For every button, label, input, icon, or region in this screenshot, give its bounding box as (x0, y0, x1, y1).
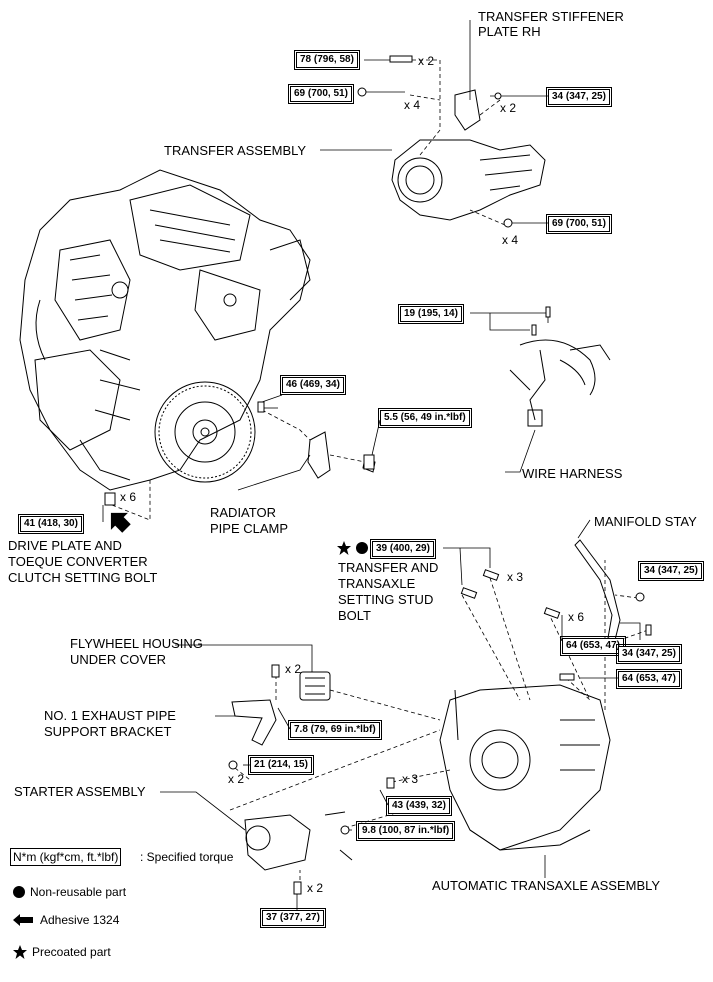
torque-box-43: 43 (439, 32) (386, 796, 452, 816)
wire-harness-illustration (509, 339, 611, 427)
torque-box-69-lower: 69 (700, 51) (546, 214, 612, 234)
torque-box-9-8: 9.8 (100, 87 in.*lbf) (355, 821, 456, 841)
torque-box-64-lower: 64 (653, 47) (616, 669, 682, 689)
starter-illustration (244, 811, 353, 871)
label-exhaust-bracket-1: NO. 1 EXHAUST PIPE (44, 708, 176, 723)
legend-non-reusable: Non-reusable part (30, 885, 127, 899)
torque-box-34-stay-upper: 34 (347, 25) (638, 561, 704, 581)
adhesive-arrow-icon (110, 512, 131, 533)
adhesive-icon (13, 914, 33, 926)
label-drive-plate-1: DRIVE PLATE AND (8, 538, 122, 553)
torque-box-19: 19 (195, 14) (398, 304, 464, 324)
label-transfer-stiffener-plate: TRANSFER STIFFENER (478, 9, 624, 24)
label-stud-bolt-2: TRANSAXLE (338, 576, 416, 591)
torque-box-37: 37 (377, 27) (260, 908, 326, 928)
label-flywheel-cover-2: UNDER COVER (70, 652, 167, 667)
qty-39: x 3 (507, 570, 524, 584)
label-manifold-stay: MANIFOLD STAY (594, 514, 697, 529)
qty-41: x 6 (120, 490, 137, 504)
flywheel-cover-illustration (299, 671, 331, 701)
qty-7-8: x 2 (285, 662, 302, 676)
label-radiator-pipe-clamp-2: PIPE CLAMP (210, 521, 289, 536)
qty-78: x 2 (418, 54, 435, 68)
torque-box-21: 21 (214, 15) (248, 755, 314, 775)
torque-box-39: 39 (400, 29) (370, 539, 436, 559)
label-drive-plate-2: TOEQUE CONVERTER (8, 554, 148, 569)
qty-37: x 2 (307, 881, 324, 895)
label-flywheel-cover-1: FLYWHEEL HOUSING (70, 636, 203, 651)
label-radiator-pipe-clamp: RADIATOR (210, 505, 276, 520)
label-exhaust-bracket-2: SUPPORT BRACKET (44, 724, 172, 739)
qty-21: x 2 (228, 772, 245, 786)
transaxle-illustration (439, 684, 611, 851)
legend-unit-box: N*m (kgf*cm, ft.*lbf) (10, 848, 122, 866)
label-transfer-stiffener-plate-rh: PLATE RH (478, 24, 541, 39)
non-reusable-icon (13, 886, 25, 898)
qty-43: x 3 (402, 772, 419, 786)
label-drive-plate-3: CLUTCH SETTING BOLT (8, 570, 158, 585)
torque-box-69-upper: 69 (700, 51) (288, 84, 354, 104)
torque-box-46: 46 (469, 34) (280, 375, 346, 395)
torque-box-78: 78 (796, 58) (294, 50, 360, 70)
label-starter-assembly: STARTER ASSEMBLY (14, 784, 146, 799)
qty-69-lower: x 4 (502, 233, 519, 247)
torque-box-7-8: 7.8 (79, 69 in.*lbf) (288, 720, 382, 740)
qty-64: x 6 (568, 610, 585, 624)
label-automatic-transaxle: AUTOMATIC TRANSAXLE ASSEMBLY (432, 878, 661, 893)
qty-69-upper: x 4 (404, 98, 421, 112)
legend-unit-text: : Specified torque (140, 850, 234, 864)
torque-box-41: 41 (418, 30) (18, 514, 84, 534)
drive-plate-illustration (154, 381, 256, 483)
torque-box-34-stay-lower: 34 (347, 25) (616, 644, 682, 664)
precoated-icon (13, 945, 27, 959)
manifold-stay-illustration (574, 539, 621, 641)
label-stud-bolt-1: TRANSFER AND (338, 560, 439, 575)
torque-box-5-5: 5.5 (56, 49 in.*lbf) (378, 408, 472, 428)
torque-box-64-upper: 64 (653, 47) (560, 636, 626, 656)
label-wire-harness: WIRE HARNESS (522, 466, 623, 481)
precoated-nonreusable-icons (337, 541, 368, 555)
exhaust-bracket-illustration (231, 699, 277, 746)
star-icon (337, 541, 351, 555)
torque-box-34-upper: 34 (347, 25) (546, 87, 612, 107)
qty-34-upper: x 2 (500, 101, 517, 115)
transfer-illustration (391, 20, 546, 221)
label-stud-bolt-4: BOLT (338, 608, 371, 623)
label-stud-bolt-3: SETTING STUD (338, 592, 434, 607)
dot-icon (356, 542, 368, 554)
legend-precoated: Precoated part (32, 945, 111, 959)
legend-adhesive: Adhesive 1324 (40, 913, 120, 927)
engine-illustration (19, 169, 311, 491)
label-transfer-assembly: TRANSFER ASSEMBLY (164, 143, 307, 158)
